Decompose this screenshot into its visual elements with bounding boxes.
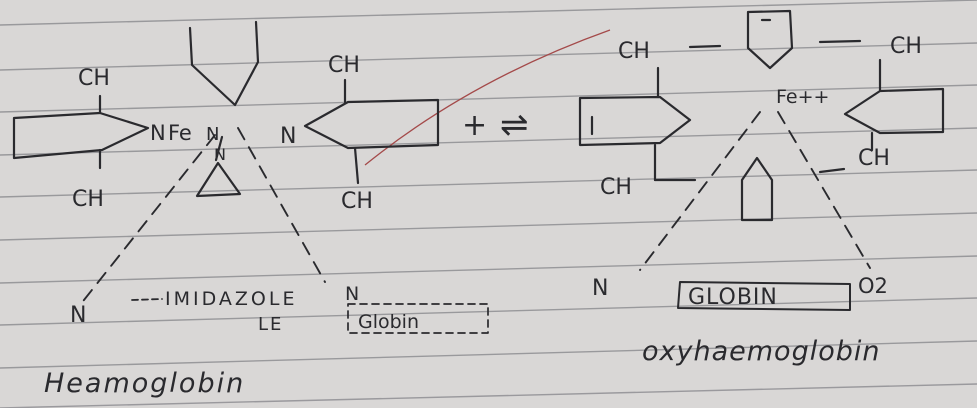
globin-label-right: GLOBIN bbox=[688, 285, 778, 310]
dashed-line-right bbox=[777, 111, 871, 269]
plus-sign: + bbox=[462, 108, 487, 143]
ch-top-left-label-oxy: CH bbox=[618, 39, 650, 64]
n-bottom-left-label: N bbox=[70, 303, 86, 328]
ch-bottom-left-label-oxy: CH bbox=[600, 175, 632, 200]
left-pyrrole-ring bbox=[12, 111, 150, 160]
dashed-line-left bbox=[639, 111, 761, 271]
n-left-label: N bbox=[150, 121, 166, 145]
oxyhaemoglobin-caption: oxyhaemoglobin bbox=[642, 336, 880, 367]
globin-box bbox=[677, 281, 851, 311]
n-below-fe-label: N bbox=[214, 145, 226, 164]
top-pyrrole-square bbox=[746, 9, 794, 70]
ch-bottom-left-label: CH bbox=[72, 187, 104, 212]
n-bottom-right-label: N bbox=[345, 283, 359, 305]
ch-top-left-label: CH bbox=[78, 66, 110, 91]
left-pyrrole-ring bbox=[578, 95, 692, 147]
haemoglobin-structure bbox=[12, 20, 489, 334]
ch-bottom-right-label: CH bbox=[341, 189, 373, 214]
ch-top-right-label-oxy: CH bbox=[890, 34, 922, 59]
imidazole-house bbox=[740, 156, 774, 222]
haemoglobin-caption: Heamoglobin bbox=[44, 368, 245, 399]
imidazole-triangle bbox=[195, 161, 242, 198]
imidazole-label-line2: LE bbox=[258, 314, 283, 335]
top-pyrrole-ring bbox=[188, 20, 260, 107]
ch-top-right-label: CH bbox=[328, 53, 360, 78]
n-fe-label: N bbox=[206, 124, 219, 145]
dashed-line-right bbox=[237, 127, 326, 283]
right-pyrrole-ring bbox=[303, 98, 440, 150]
fe-plus-plus-label: Fe++ bbox=[776, 86, 829, 108]
equilibrium-arrows: ⇌ bbox=[500, 105, 529, 145]
n-bottom-left-label-oxy: N bbox=[592, 276, 608, 301]
oxyhaemoglobin-structure bbox=[578, 9, 945, 311]
n-right-label: N bbox=[280, 124, 296, 149]
imidazole-label: IMIDAZOLE bbox=[165, 288, 297, 310]
red-margin-stroke bbox=[364, 29, 611, 166]
globin-bracket bbox=[347, 303, 489, 334]
right-pyrrole-ring bbox=[843, 87, 945, 135]
dashed-line-left bbox=[79, 134, 216, 306]
fe-label: Fe bbox=[168, 121, 192, 145]
ch-right-label-oxy: CH bbox=[858, 146, 890, 171]
globin-label-left: Globin bbox=[358, 311, 419, 333]
o2-label: O2 bbox=[858, 274, 888, 298]
